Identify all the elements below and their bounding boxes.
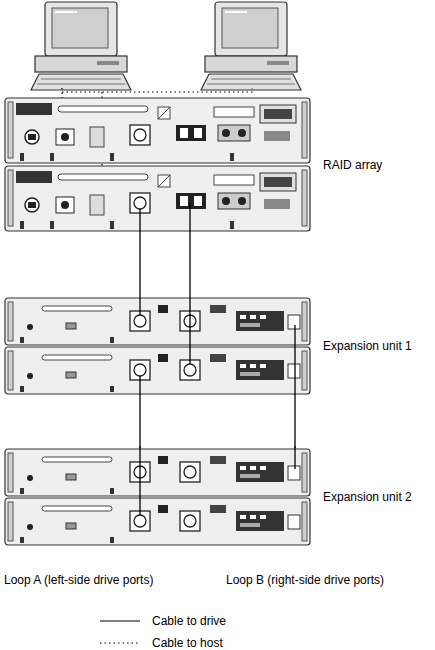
device-label: Expansion unit 1 (323, 339, 412, 353)
drive-cable (189, 233, 190, 297)
device-label: RAID array (323, 158, 382, 172)
storage-device: Expansion unit 1 (5, 297, 310, 395)
host-computer (201, 2, 301, 90)
storage-device: RAID array (5, 97, 310, 233)
raid-controller (5, 166, 310, 231)
expansion-tray (5, 347, 310, 394)
legend-text: Cable to host (152, 636, 223, 650)
loop-label: Loop B (right-side drive ports) (226, 573, 384, 587)
expansion-tray (5, 298, 310, 345)
loop-label: Loop A (left-side drive ports) (4, 573, 153, 587)
expansion-tray (5, 498, 310, 545)
legend-sample-dotted (100, 642, 140, 643)
expansion-tray (5, 449, 310, 496)
raid-controller (5, 98, 310, 163)
drive-cable (139, 395, 140, 448)
storage-device: Expansion unit 2 (5, 448, 310, 546)
drive-cable-stub (140, 203, 295, 515)
drive-cable (294, 395, 295, 448)
device-label: Expansion unit 2 (323, 490, 412, 504)
legend-text: Cable to drive (152, 614, 226, 628)
drive-cable (139, 233, 140, 297)
legend-sample-solid (100, 620, 140, 621)
host-computer (31, 2, 131, 90)
